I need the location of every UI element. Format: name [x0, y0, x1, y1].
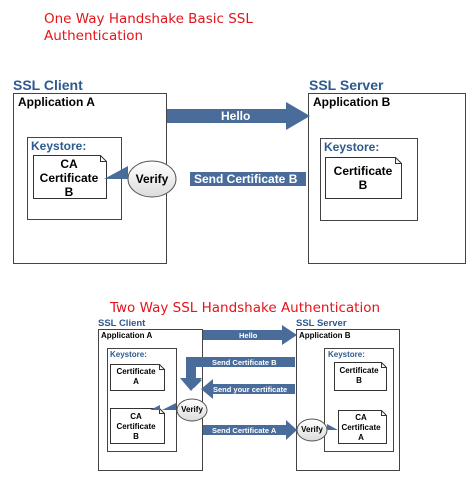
two-way-client-verify-circle [176, 398, 208, 422]
two-way-hello-arrow [203, 325, 297, 345]
two-way-server-heading: SSL Server [296, 318, 347, 329]
two-way-client-ca-text: CA Certificate B [116, 412, 156, 441]
two-way-hello-label: Hello [239, 331, 258, 340]
one-way-hello-label: Hello [221, 109, 251, 123]
two-way-server-ca-doc [338, 410, 387, 444]
two-way-client-cert-a-text: Certificate A [116, 367, 156, 386]
two-way-client-heading: SSL Client [98, 318, 146, 329]
two-way-send-cert-a-label: Send Certificate A [212, 426, 277, 435]
one-way-verify-circle [127, 160, 177, 198]
two-way-send-cert-a-arrow [203, 420, 297, 440]
two-way-title: Two Way SSL Handshake Authentication [110, 300, 381, 316]
two-way-server-ca-text: CA Certificate A [341, 413, 381, 442]
one-way-client-app-label: Application A [18, 95, 95, 109]
two-way-client-app-label: Application A [101, 331, 153, 340]
one-way-send-cert-arrow [190, 172, 306, 186]
two-way-send-your-cert-label: Send your certificate [213, 385, 288, 394]
two-way-client-keystore-label: Keystore: [110, 350, 147, 359]
two-way-client-ca-doc [110, 408, 165, 444]
one-way-server-app-label: Application B [313, 95, 391, 109]
one-way-client-keystore-label: Keystore: [31, 139, 87, 153]
two-way-server-cert-b-doc [334, 362, 387, 391]
two-way-server-keystore-label: Keystore: [328, 350, 365, 359]
two-way-client-cert-a-doc [110, 364, 165, 391]
one-way-title-line1: One Way Handshake Basic SSL [44, 11, 253, 27]
one-way-server-keystore-label: Keystore: [324, 140, 380, 154]
two-way-server-app-label: Application B [299, 331, 351, 340]
one-way-server-heading: SSL Server [309, 77, 384, 93]
one-way-server-cert-doc [325, 157, 402, 199]
one-way-hello-arrow [167, 102, 310, 130]
one-way-title-line2: Authentication [44, 28, 144, 44]
two-way-server-verify-label: Verify [301, 425, 323, 434]
one-way-verify-label: Verify [135, 172, 169, 186]
two-way-send-cert-b-label: Send Certificate B [212, 358, 277, 367]
one-way-send-cert-label: Send Certificate B [194, 172, 298, 186]
one-way-client-cert-text: CA Certificate B [39, 157, 99, 199]
two-way-send-your-cert-arrow [213, 384, 295, 394]
two-way-server-cert-b-text: Certificate B [339, 366, 379, 385]
two-way-client-verify-label: Verify [181, 405, 203, 414]
one-way-client-heading: SSL Client [13, 77, 83, 93]
one-way-client-cert-doc [33, 155, 107, 199]
one-way-server-cert-text: Certificate B [333, 164, 393, 192]
